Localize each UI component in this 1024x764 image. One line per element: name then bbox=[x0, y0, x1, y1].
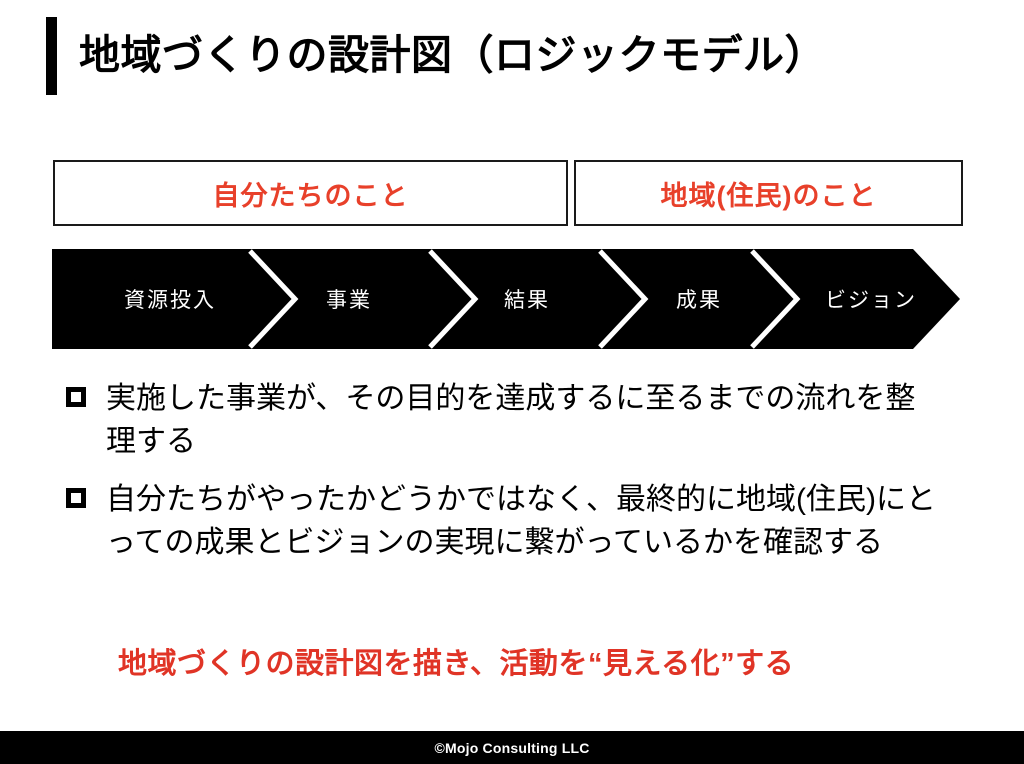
list-item-text: 実施した事業が、その目的を達成するに至るまでの流れを整理する bbox=[106, 382, 916, 458]
list-item: 実施した事業が、その目的を達成するに至るまでの流れを整理する bbox=[66, 378, 966, 463]
square-outline-bullet-icon bbox=[66, 387, 86, 407]
category-box-community-label: 地域(住民)のこと bbox=[660, 180, 877, 211]
chevron-separator-1 bbox=[248, 249, 299, 349]
slide-header: 地域づくりの設計図（ロジックモデル） bbox=[46, 16, 976, 96]
bullet-list: 実施した事業が、その目的を達成するに至るまでの流れを整理する 自分たちがやったか… bbox=[66, 378, 966, 580]
process-chevron-shape bbox=[52, 249, 960, 349]
chevron-separator-4 bbox=[750, 249, 801, 349]
category-box-community: 地域(住民)のこと bbox=[574, 160, 963, 226]
category-box-self-label: 自分たちのこと bbox=[212, 180, 409, 211]
chevron-separator-2 bbox=[428, 249, 479, 349]
square-outline-bullet-icon bbox=[66, 488, 86, 509]
list-item: 自分たちがやったかどうかではなく、最終的に地域(住民)にとっての成果とビジョンの… bbox=[66, 479, 966, 564]
process-chevron-bar: 資源投入 事業 結果 成果 ビジョン bbox=[52, 249, 960, 349]
title-accent-bar bbox=[46, 17, 57, 95]
chevron-separator-3 bbox=[598, 249, 649, 349]
page-title: 地域づくりの設計図（ロジックモデル） bbox=[79, 32, 826, 79]
conclusion-statement: 地域づくりの設計図を描き、活動を“見える化”する bbox=[118, 648, 795, 680]
copyright-text: ©Mojo Consulting LLC bbox=[434, 739, 590, 756]
category-box-self: 自分たちのこと bbox=[53, 160, 568, 226]
footer-bar: ©Mojo Consulting LLC bbox=[0, 731, 1024, 764]
list-item-text: 自分たちがやったかどうかではなく、最終的に地域(住民)にとっての成果とビジョンの… bbox=[106, 483, 936, 559]
